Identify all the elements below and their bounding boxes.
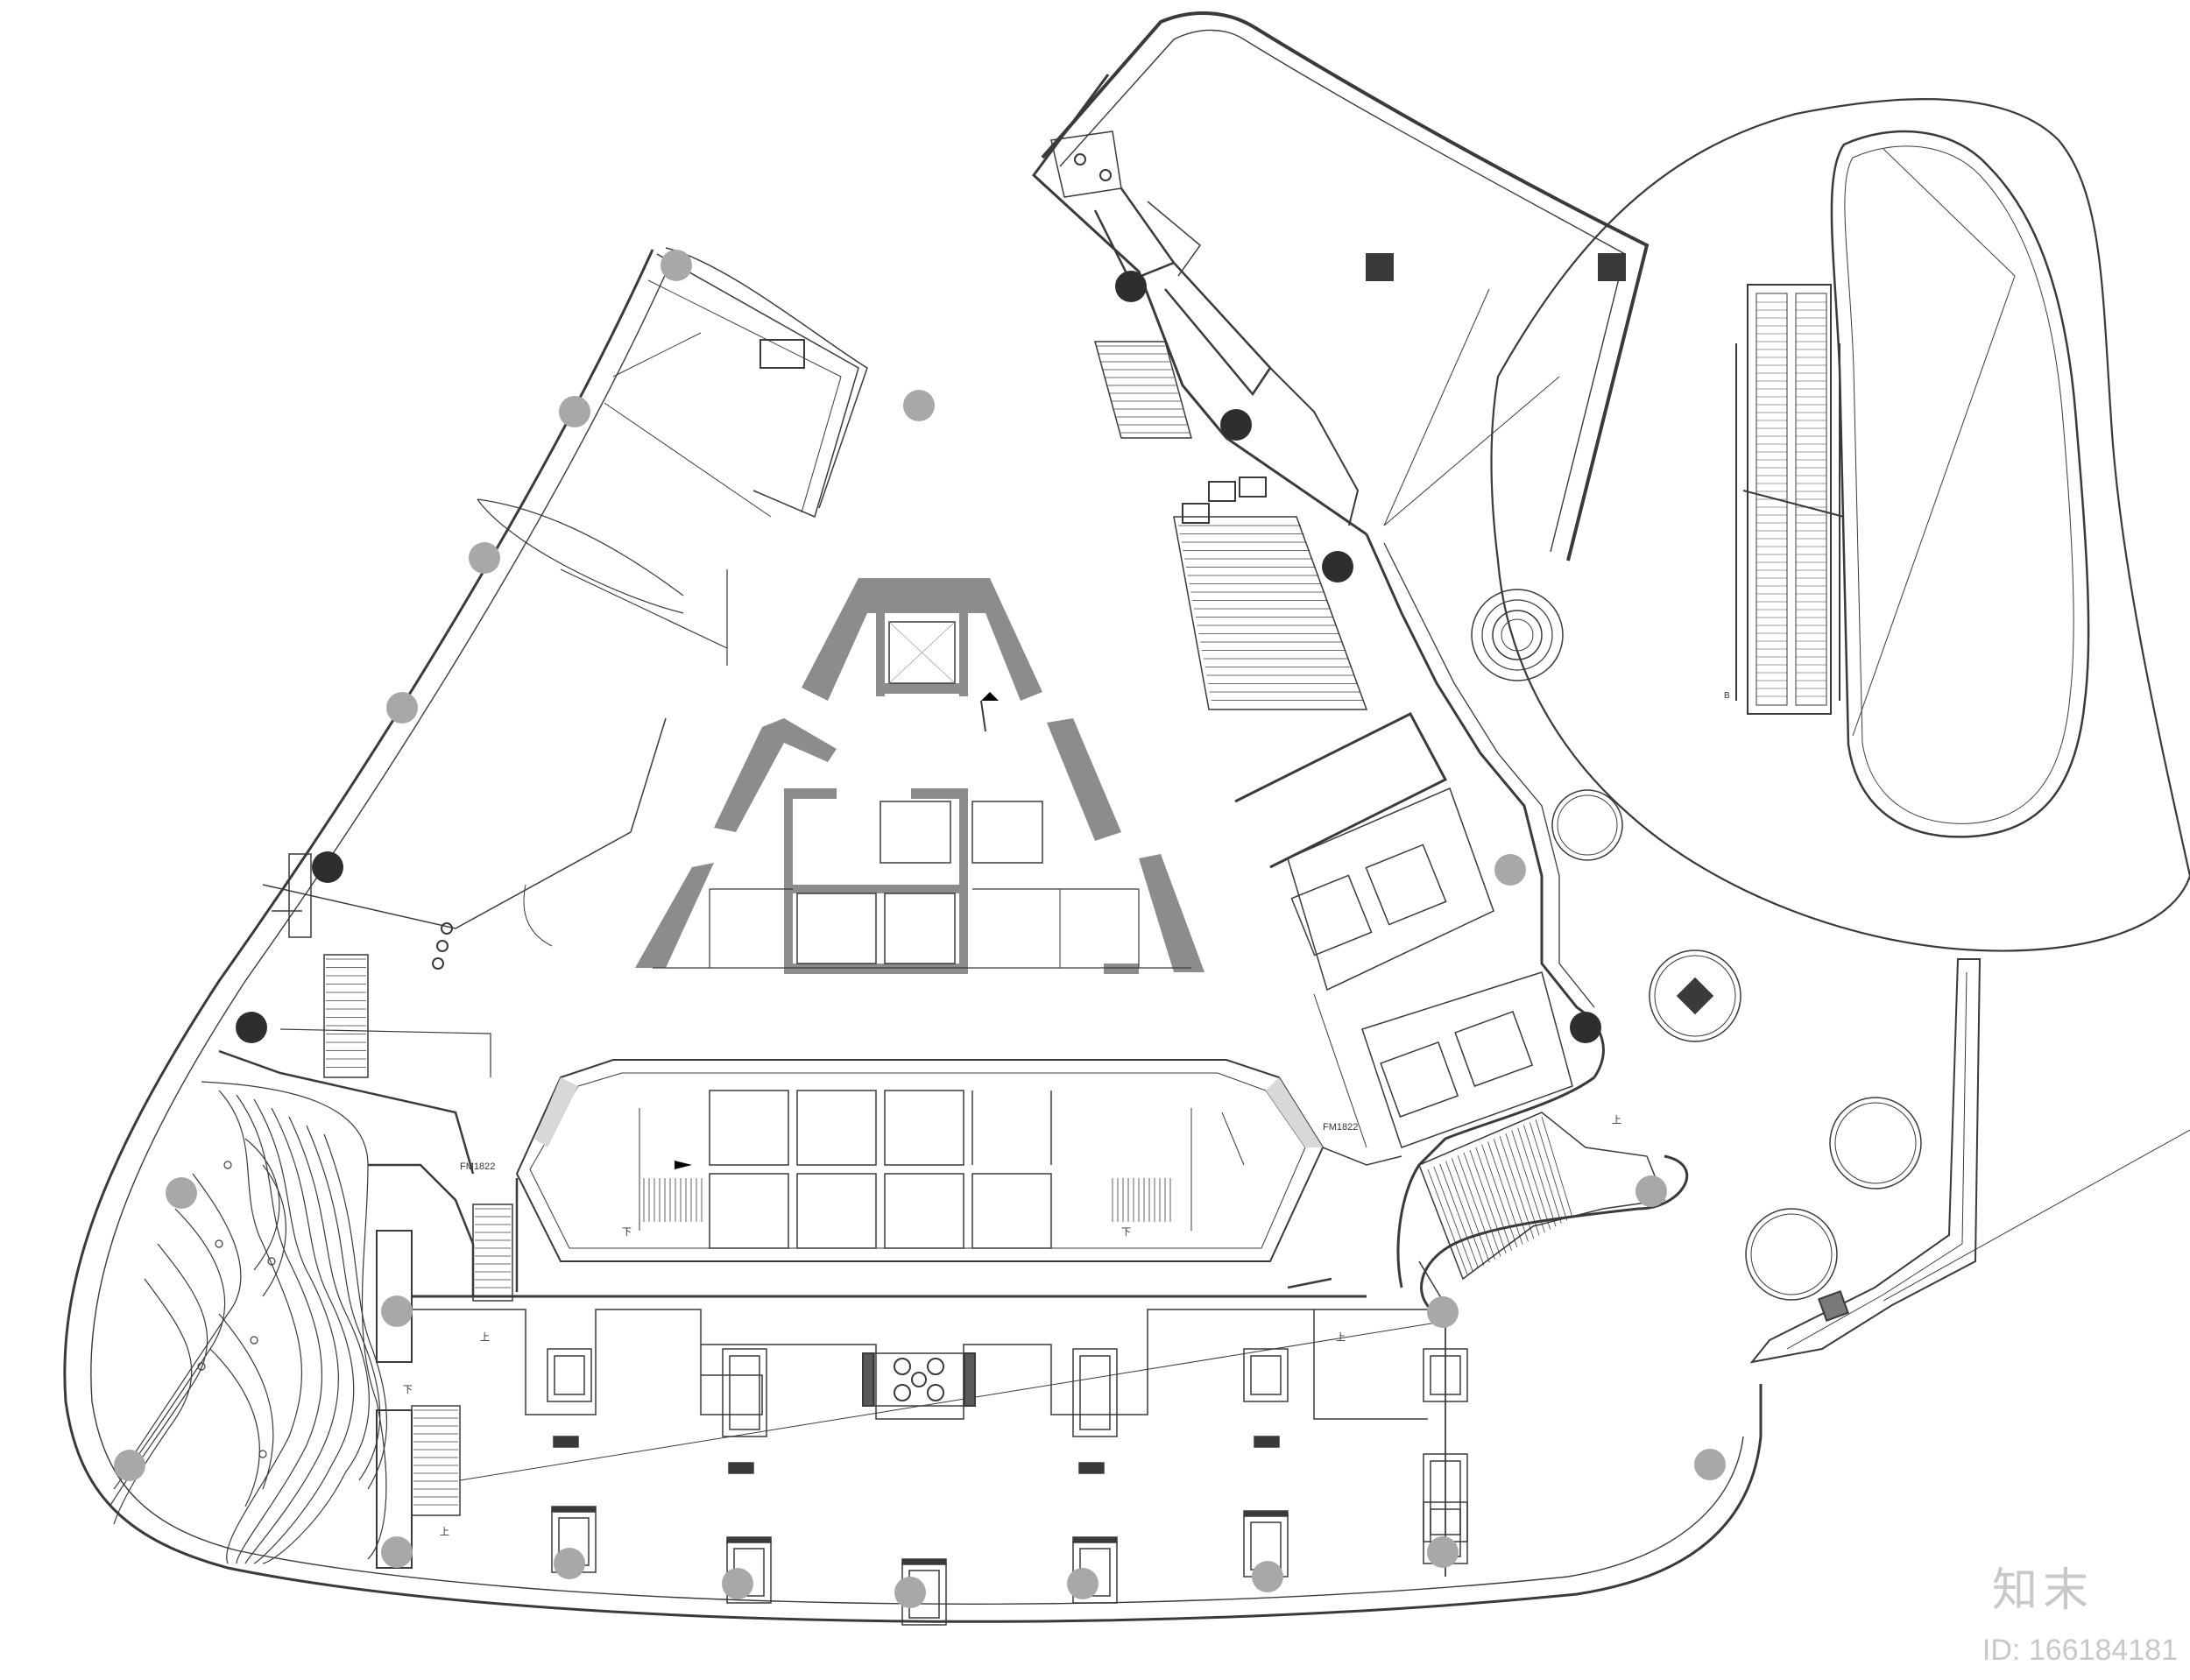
column <box>1220 409 1252 441</box>
west-podium-stair <box>411 1204 513 1516</box>
stair-up-label: 上 <box>480 1331 490 1343</box>
door-tag-left: FM1822 <box>460 1161 495 1172</box>
corner-mark: B <box>1724 691 1730 701</box>
column <box>1694 1449 1726 1480</box>
column <box>386 692 418 724</box>
north-stair <box>1094 341 1192 439</box>
watermark-id: ID: 166184181 <box>1982 1634 2178 1667</box>
misc-walls <box>272 853 1446 1577</box>
stair-up-label: 上 <box>440 1526 449 1537</box>
column <box>1115 271 1147 302</box>
east-elevator-blocks <box>1234 712 1573 1148</box>
south-core <box>515 1059 1325 1262</box>
column <box>1570 1012 1601 1043</box>
column <box>554 1548 585 1579</box>
north-west-rooms <box>477 253 859 666</box>
stair-up-label: 上 <box>1336 1331 1346 1343</box>
sculptural-feature-wall <box>109 1081 475 1569</box>
column <box>1252 1561 1283 1592</box>
column <box>312 851 343 883</box>
east-stair <box>1173 516 1368 710</box>
column <box>1322 551 1353 582</box>
column <box>114 1450 145 1481</box>
column <box>381 1536 413 1568</box>
east-main-stair <box>1418 1112 1666 1281</box>
column <box>236 1012 267 1043</box>
column <box>381 1295 413 1327</box>
column <box>166 1177 197 1209</box>
column <box>1427 1296 1459 1328</box>
watermark-logo: 知末 <box>1991 1564 2094 1617</box>
round-planters <box>1471 589 1922 1301</box>
column <box>1067 1568 1099 1599</box>
building-envelope <box>63 11 1763 1623</box>
escalator-pair <box>1735 284 1845 715</box>
stair-down-label: 下 <box>1121 1227 1131 1238</box>
north-wing-rooms <box>1050 131 1626 710</box>
column <box>894 1577 926 1608</box>
door-tag-right: FM1822 <box>1323 1122 1358 1133</box>
triangular-core <box>635 578 1204 974</box>
exterior-ramp <box>1749 958 2190 1364</box>
column <box>1494 854 1526 886</box>
plan-labels: FM1822 FM1822 上 上 上 上 下 下 下 B <box>403 691 1730 1537</box>
stair-down-label: 下 <box>403 1385 413 1395</box>
west-office <box>218 717 667 1175</box>
column <box>469 542 500 574</box>
lobby-podium <box>412 1178 1468 1626</box>
column <box>559 396 590 427</box>
stair-down-label: 下 <box>622 1227 632 1238</box>
column <box>903 390 935 421</box>
column <box>1635 1175 1667 1207</box>
structural-columns <box>114 250 1726 1608</box>
column <box>722 1568 753 1599</box>
column <box>661 250 692 281</box>
column <box>1427 1536 1459 1568</box>
stair-up-label: 上 <box>1612 1114 1621 1126</box>
